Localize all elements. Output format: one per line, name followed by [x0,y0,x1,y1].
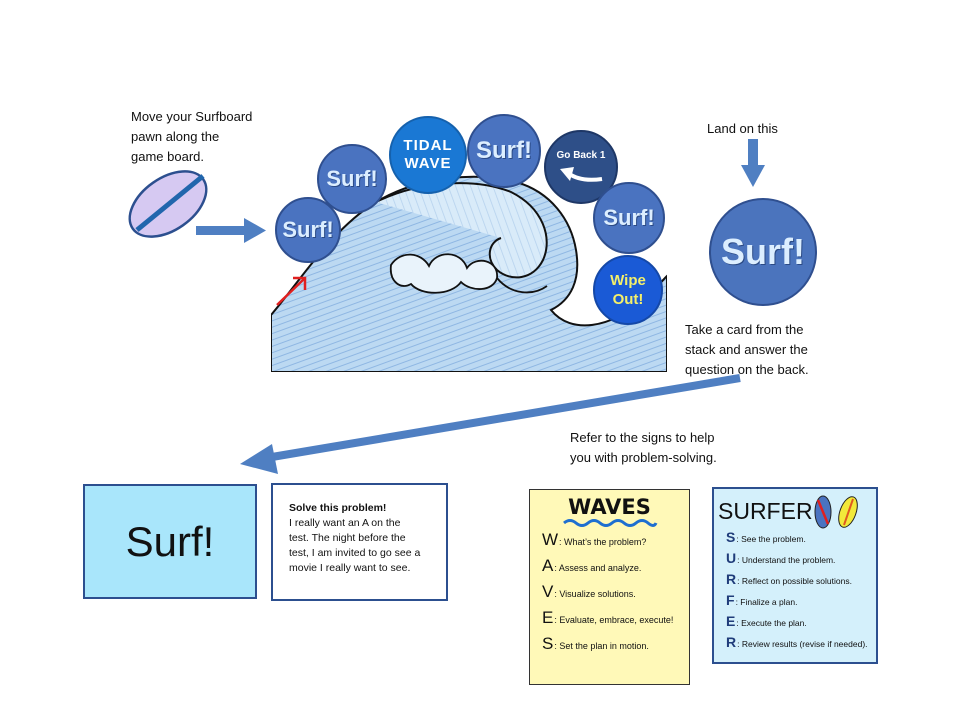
surfer-letter: S [726,529,736,545]
surfboards-icon [814,495,858,529]
take-card-line: stack and answer the [685,342,808,357]
waves-text: : What’s the problem? [559,537,647,547]
waves-letter: V [542,582,554,601]
move-pawn-line: Move your Surfboard [131,109,253,124]
refer-line: Refer to the signs to help [570,430,715,445]
waves-sign: WAVES W: What’s the problem? A: Assess a… [529,489,690,685]
surfer-row: S: See the problem. [726,529,876,550]
waves-row: W: What’s the problem? [542,530,689,556]
waves-text: : Visualize solutions. [554,589,636,599]
refer-line: you with problem-solving. [570,450,717,465]
surf-card-label: Surf! [125,517,215,565]
problem-card-line: test. The night before the [289,532,406,544]
surfer-letter: R [726,571,737,587]
waves-row: E: Evaluate, embrace, execute! [542,608,689,634]
surfer-row: R: Reflect on possible solutions. [726,571,876,592]
move-pawn-instruction: Move your Surfboard pawn along the game … [131,107,252,167]
board-space-surf[interactable]: Surf! [317,144,387,214]
surfer-row: E: Execute the plan. [726,613,876,634]
board-space-tidal-wave[interactable]: TIDAL WAVE [389,116,467,194]
surfer-row: U: Understand the problem. [726,550,876,571]
problem-card-line: I really want an A on the [289,517,401,529]
arrow-to-board-icon [196,218,266,243]
waves-letter: E [542,608,554,627]
take-card-instruction: Take a card from the stack and answer th… [685,320,809,380]
space-label: Surf! [282,217,334,242]
refer-signs-instruction: Refer to the signs to help you with prob… [570,428,717,468]
waves-letter: S [542,634,554,653]
waves-letter: A [542,556,554,575]
waves-text: : Assess and analyze. [554,563,642,573]
move-pawn-line: game board. [131,149,204,164]
surfer-text: : Finalize a plan. [735,597,798,607]
board-space-wipe-out[interactable]: Wipe Out! [593,255,663,325]
problem-card-title: Solve this problem! [289,502,387,514]
arrow-down-icon [741,139,765,187]
surfboard-pawn-icon[interactable] [125,168,215,240]
surfer-letter: E [726,613,736,629]
waves-text: : Set the plan in motion. [554,641,649,651]
surfer-letter: U [726,550,737,566]
waves-sign-title: WAVES [568,495,651,519]
waves-letter: W [542,530,559,549]
tidal-label: WAVE [404,155,452,172]
surfer-text: : Reflect on possible solutions. [737,576,852,586]
surfer-row: F: Finalize a plan. [726,592,876,613]
waves-text: : Evaluate, embrace, execute! [554,615,674,625]
go-back-label: Go Back 1 [556,149,606,161]
problem-card-line: test, I am invited to go see a [289,547,421,559]
waves-row: V: Visualize solutions. [542,582,689,608]
board-space-surf[interactable]: Surf! [467,114,541,188]
surfer-letter: R [726,634,737,650]
waves-row: A: Assess and analyze. [542,556,689,582]
space-label: Surf! [603,205,655,230]
game-board: Surf! Surf! TIDAL WAVE Surf! Go Back 1 S… [271,110,667,372]
surfer-row: R: Review results (revise if needed). [726,634,876,655]
problem-card[interactable]: Solve this problem! I really want an A o… [271,483,448,601]
problem-card-line: movie I really want to see. [289,562,411,574]
move-pawn-line: pawn along the [131,129,220,144]
wave-squiggle-icon [562,519,657,527]
surfer-sign-title: SURFER [718,498,813,524]
waves-row: S: Set the plan in motion. [542,634,689,660]
space-label: Surf! [476,137,532,164]
tidal-label: TIDAL [403,137,453,154]
surfer-text: : Understand the problem. [737,555,836,565]
token-label: Surf! [721,231,805,272]
land-on-this-label: Land on this [707,121,778,136]
wipe-label: Wipe [610,272,646,289]
wipe-label: Out! [612,291,644,308]
surfer-text: : Execute the plan. [736,618,807,628]
space-label: Surf! [326,166,378,191]
surf-card[interactable]: Surf! [83,484,257,599]
surfer-letter: F [726,592,735,608]
surfer-sign: SURFER S: See the problem. U: Understand… [712,487,878,664]
surf-space-token[interactable]: Surf! [709,198,817,306]
surfer-text: : See the problem. [736,534,806,544]
board-space-surf[interactable]: Surf! [275,197,341,263]
take-card-line: Take a card from the [685,322,804,337]
take-card-line: question on the back. [685,362,809,377]
board-space-surf[interactable]: Surf! [593,182,665,254]
back-arrow-icon [560,166,603,182]
surfer-text: : Review results (revise if needed). [737,639,868,649]
arrow-to-card-icon [240,374,741,474]
